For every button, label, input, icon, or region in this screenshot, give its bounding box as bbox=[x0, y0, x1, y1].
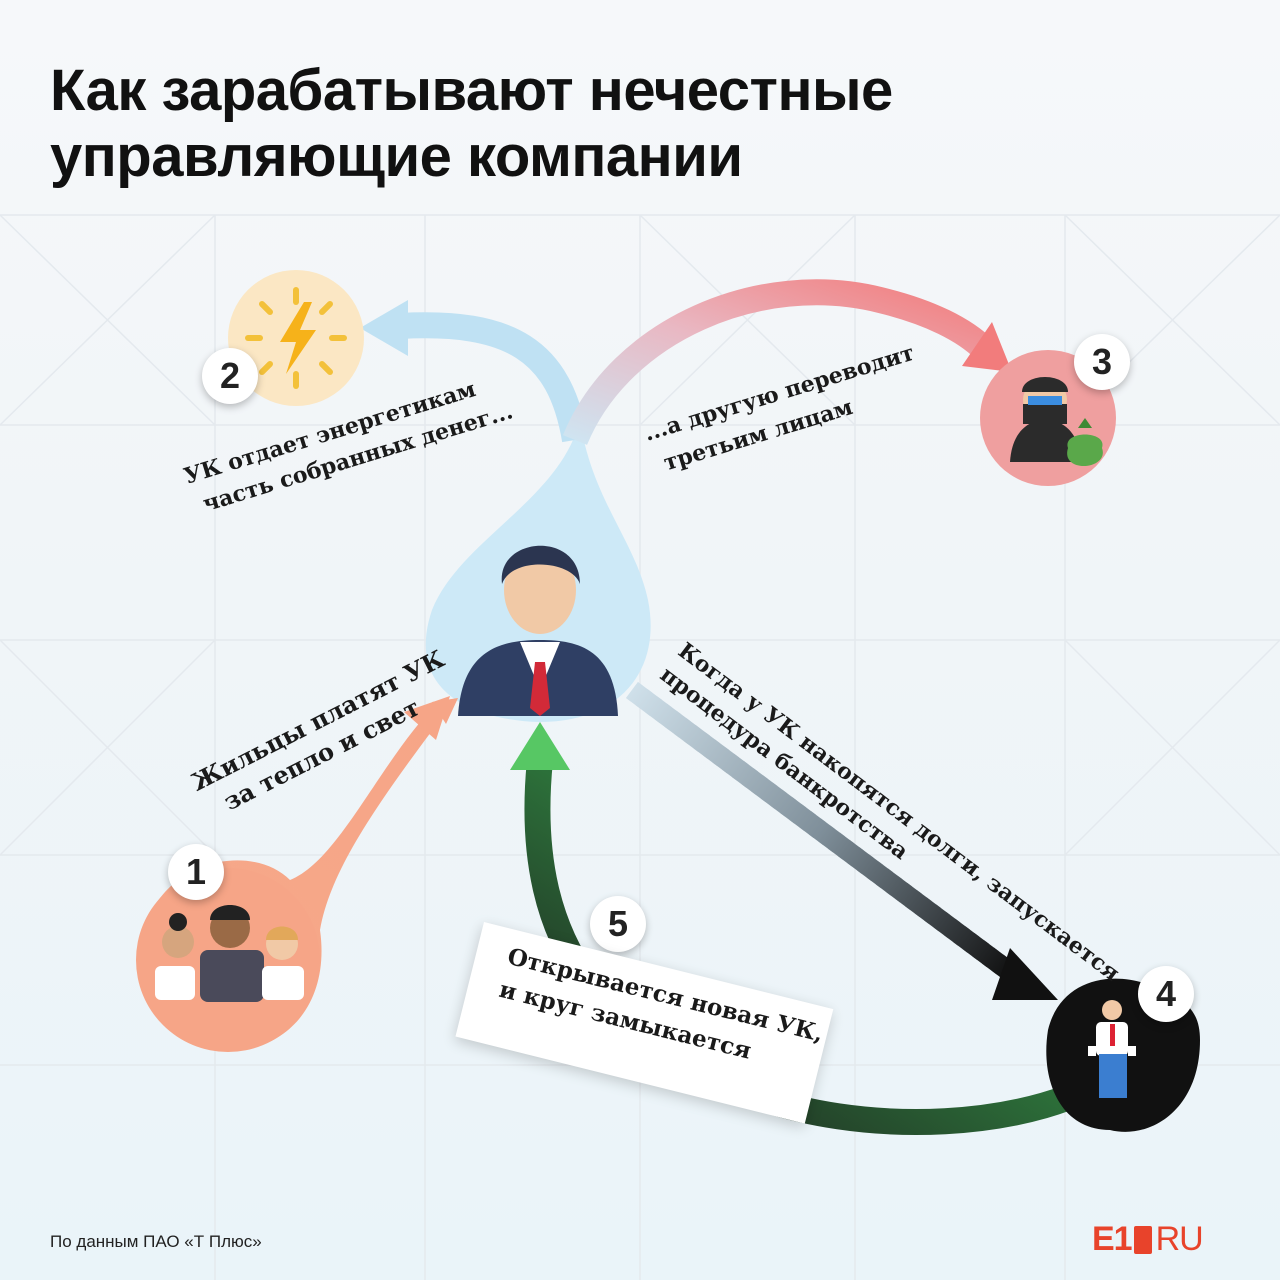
page-title: Как зарабатывают нечестные управляющие к… bbox=[50, 58, 893, 190]
thief-arrow bbox=[562, 279, 995, 446]
step-badge-5: 5 bbox=[590, 896, 646, 952]
bankruptcy-arrow bbox=[626, 681, 1016, 981]
step-badge-2: 2 bbox=[202, 348, 258, 404]
energy-arrow bbox=[399, 312, 588, 443]
businessman-icon bbox=[458, 545, 618, 716]
logo-bar bbox=[1133, 1225, 1152, 1254]
step-badge-3: 3 bbox=[1074, 334, 1130, 390]
logo-ru: RU bbox=[1155, 1220, 1204, 1258]
title-line-1: Как зарабатывают нечестные bbox=[50, 58, 893, 123]
thief-icon bbox=[1010, 377, 1103, 467]
step-badge-1: 1 bbox=[168, 844, 224, 900]
e1-logo: E1 RU bbox=[1092, 1220, 1204, 1259]
step-badge-4: 4 bbox=[1138, 966, 1194, 1022]
title-line-2: управляющие компании bbox=[50, 124, 743, 189]
logo-main: E1 bbox=[1092, 1220, 1133, 1258]
source-note: По данным ПАО «Т Плюс» bbox=[50, 1232, 262, 1251]
lightning-icon bbox=[280, 302, 316, 374]
residents-arrowhead bbox=[404, 696, 450, 740]
bankrupt-man-icon bbox=[1088, 1000, 1136, 1098]
residents-icon bbox=[155, 905, 304, 1002]
